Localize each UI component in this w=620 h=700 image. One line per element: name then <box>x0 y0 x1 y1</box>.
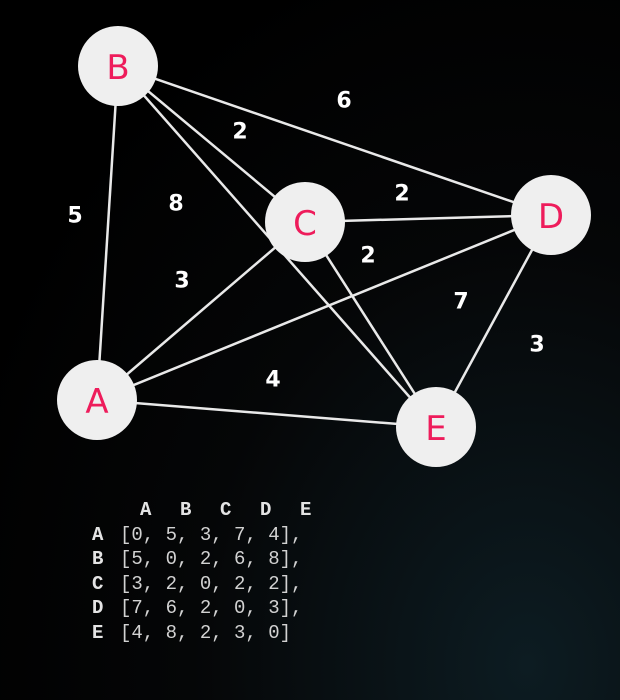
weighted-graph-diagram: 5 2 6 8 2 2 3 7 4 3 A B C D E <box>57 26 591 467</box>
matrix-column-header: B <box>180 499 192 521</box>
edge-weight-a-e: 4 <box>265 368 280 393</box>
node-c: C <box>265 182 345 262</box>
edge-a-e <box>96 398 437 429</box>
edge-c-e <box>303 221 438 428</box>
node-label: D <box>538 197 564 237</box>
node-a: A <box>57 360 137 440</box>
edge-a-d <box>96 213 552 402</box>
matrix-row-values: [3, 2, 0, 2, 2], <box>120 572 303 595</box>
matrix-row: D [7, 6, 2, 0, 3], <box>92 596 340 621</box>
edge-weights-layer: 5 2 6 8 2 2 3 7 4 3 <box>67 89 544 393</box>
matrix-header-row: A B C D E <box>92 498 340 523</box>
matrix-column-header: D <box>260 499 272 521</box>
edge-weight-c-d: 2 <box>394 182 409 207</box>
matrix-row-values: [4, 8, 2, 3, 0] <box>120 621 292 644</box>
edge-d-e <box>434 214 553 428</box>
matrix-column-header: A <box>140 499 152 521</box>
nodes-layer: A B C D E <box>57 26 591 467</box>
edge-weight-c-e: 2 <box>360 244 375 269</box>
node-circle <box>265 182 345 262</box>
matrix-row-label: A <box>92 523 104 546</box>
matrix-row-values: [7, 6, 2, 0, 3], <box>120 597 303 619</box>
edge-b-c <box>117 65 306 223</box>
edge-weight-d-e: 3 <box>529 333 544 358</box>
edge-weight-b-d: 6 <box>336 89 351 114</box>
node-circle <box>78 26 158 106</box>
edge-c-d <box>304 213 552 224</box>
matrix-row: E [4, 8, 2, 3, 0] <box>92 621 340 646</box>
node-label: C <box>293 204 317 244</box>
edge-weight-a-b: 5 <box>67 204 82 229</box>
adjacency-matrix: A B C D E A[0, 5, 3, 7, 4], B[5, 0, 2, 6… <box>92 498 340 645</box>
edges-layer <box>95 64 553 429</box>
matrix-row-label: C <box>92 572 104 595</box>
edge-a-b <box>95 65 120 401</box>
matrix-row: C [3, 2, 0, 2, 2], <box>92 572 340 597</box>
matrix-row-label: E <box>92 621 104 644</box>
edge-weight-b-c: 2 <box>232 120 247 145</box>
node-circle <box>511 175 591 255</box>
node-circle <box>57 360 137 440</box>
matrix-row-label: D <box>92 597 104 619</box>
matrix-row-values: [5, 0, 2, 6, 8], <box>120 548 303 570</box>
edge-weight-b-e: 8 <box>168 192 183 217</box>
matrix-row: A [0, 5, 3, 7, 4], <box>92 523 340 548</box>
node-label: B <box>106 48 129 88</box>
edge-weight-a-c: 3 <box>174 269 189 294</box>
matrix-row-values: [0, 5, 3, 7, 4], <box>120 523 303 546</box>
node-label: E <box>425 409 446 449</box>
node-circle <box>396 387 476 467</box>
matrix-column-header: E <box>300 499 312 521</box>
node-d: D <box>511 175 591 255</box>
edge-a-c <box>96 221 306 401</box>
edge-b-d <box>117 64 552 217</box>
node-e: E <box>396 387 476 467</box>
matrix-row-label: B <box>92 548 104 570</box>
matrix-column-header: C <box>220 499 232 521</box>
node-b: B <box>78 26 158 106</box>
edge-weight-a-d: 7 <box>453 290 468 315</box>
node-label: A <box>85 382 108 422</box>
matrix-row: B [5, 0, 2, 6, 8], <box>92 547 340 572</box>
